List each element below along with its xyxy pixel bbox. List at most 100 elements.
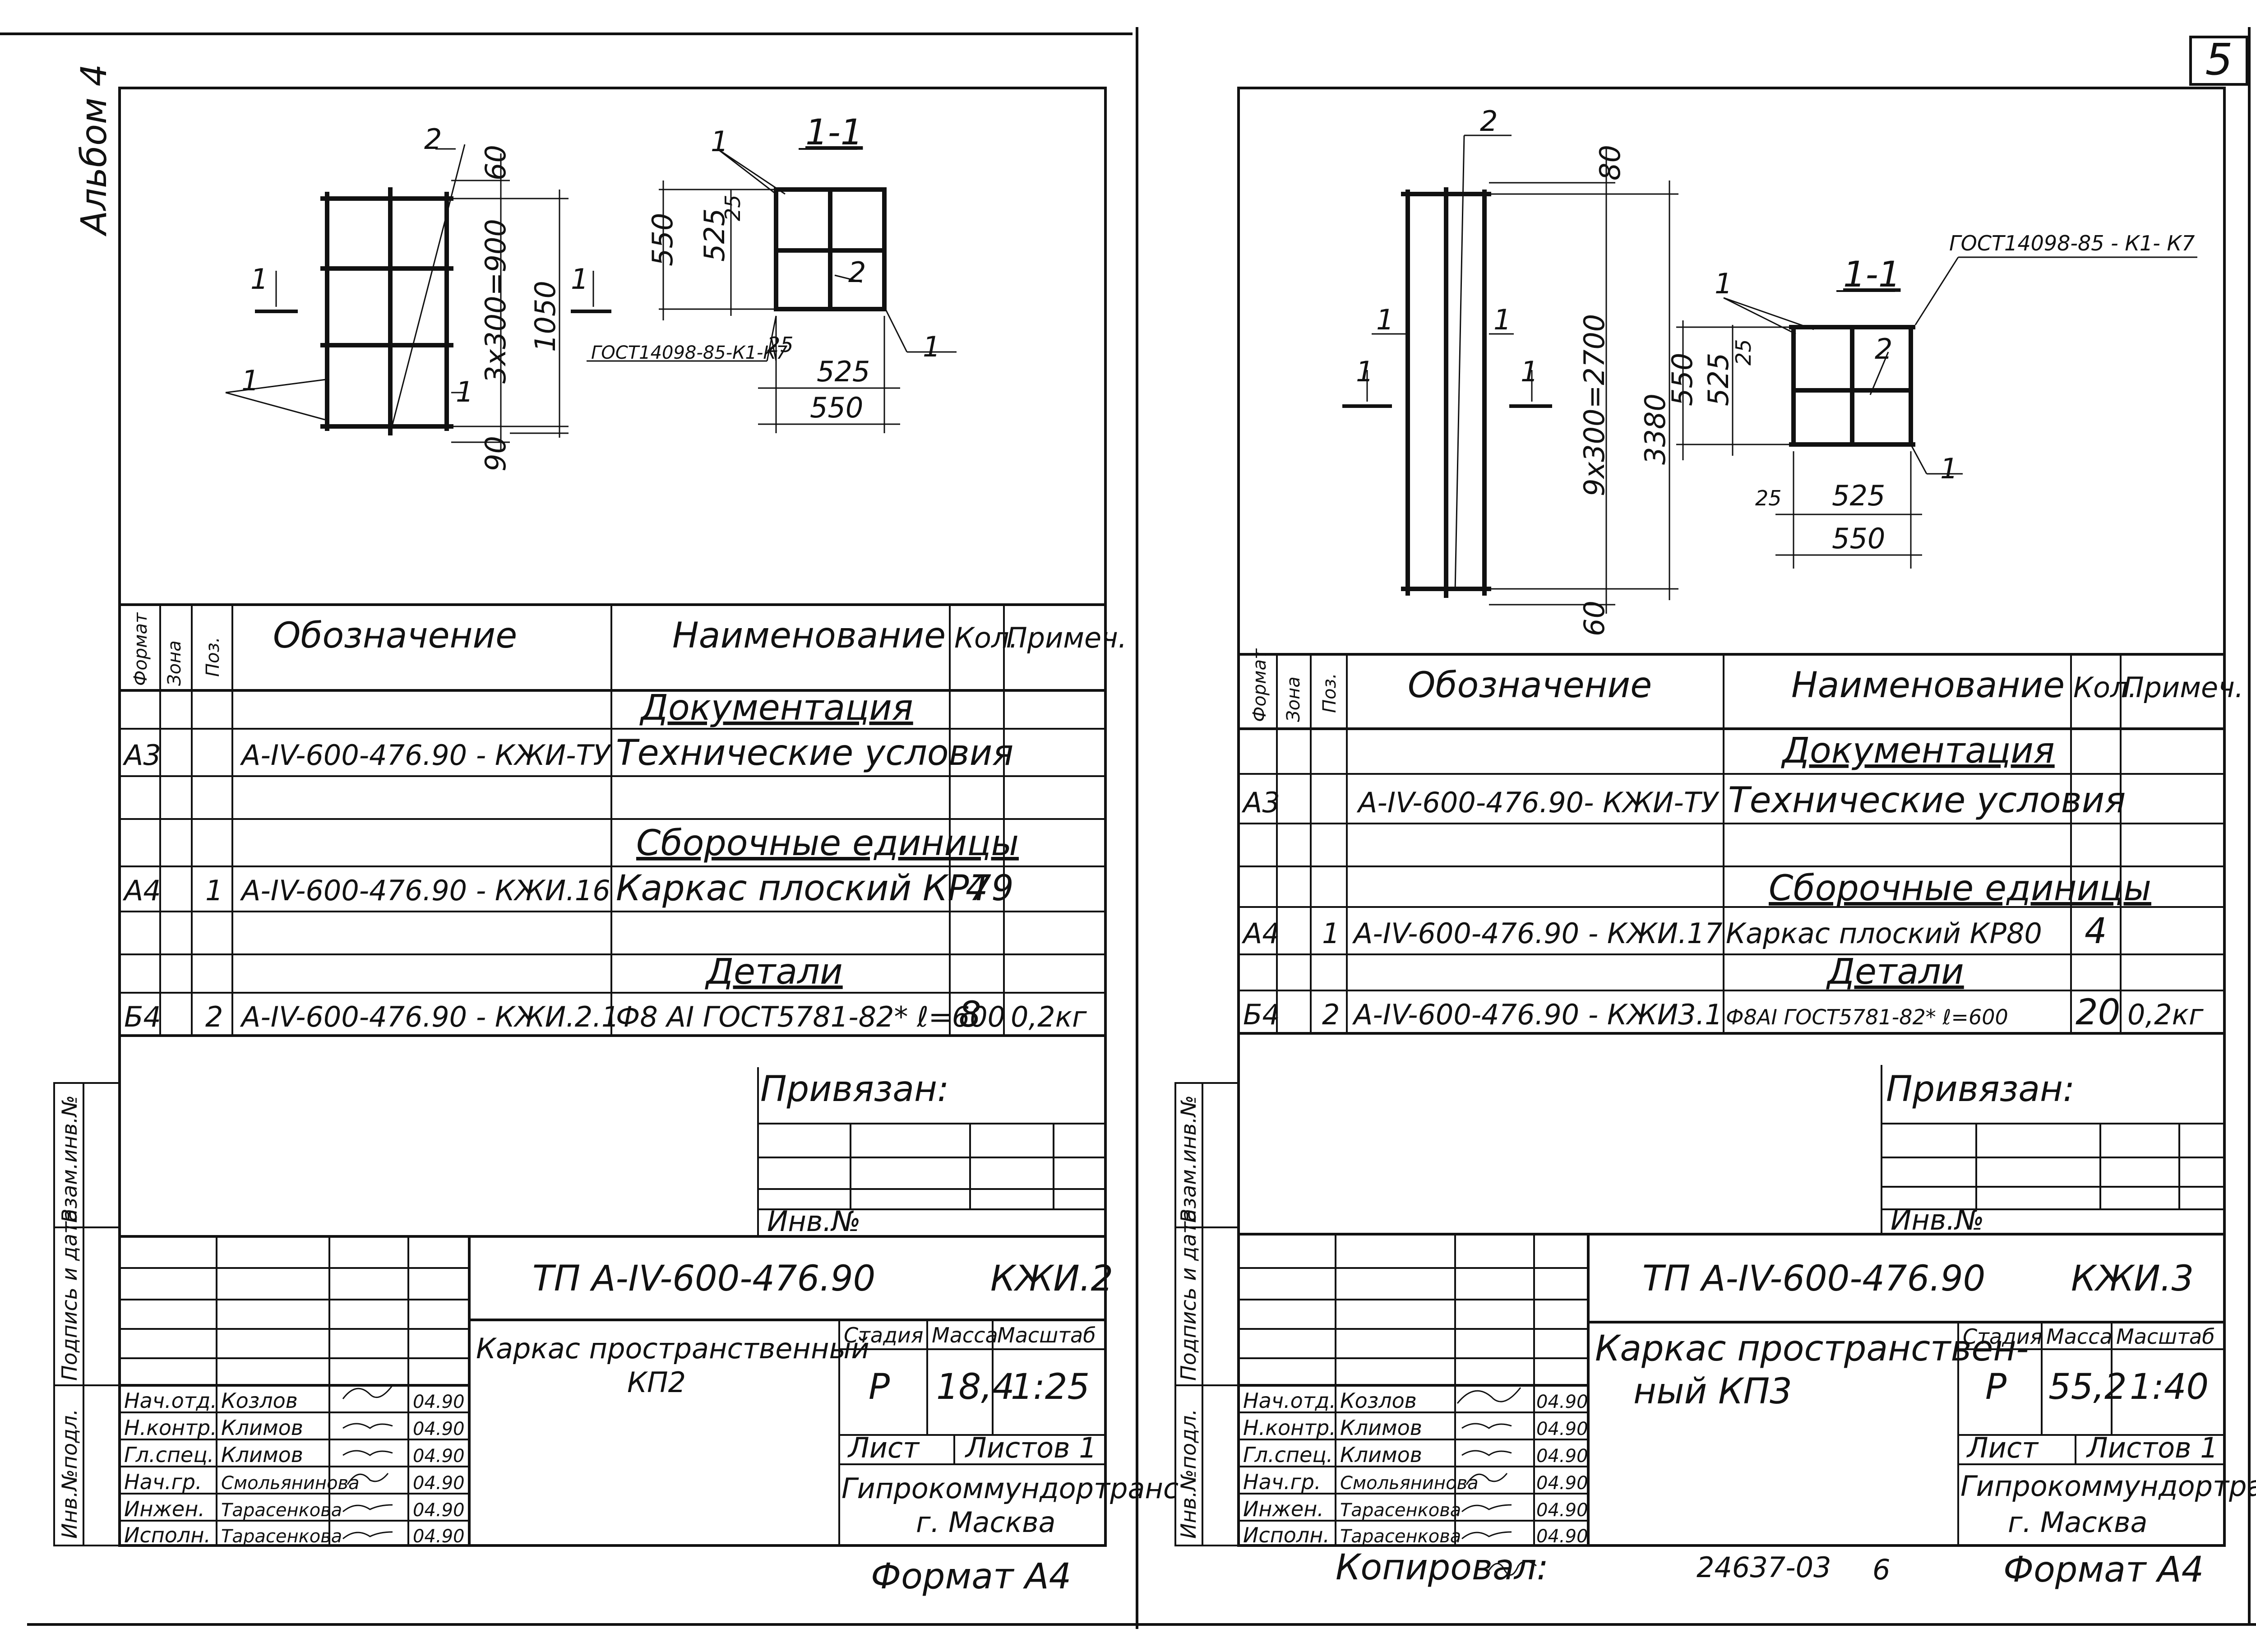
svg-text:Нач.отд.: Нач.отд. <box>124 1388 217 1413</box>
svg-text:1: 1 <box>205 874 223 907</box>
svg-text:04.90: 04.90 <box>413 1392 465 1412</box>
svg-text:А-IV-600-476.90 - КЖИ3.1: А-IV-600-476.90 - КЖИ3.1 <box>1352 998 1723 1031</box>
svg-text:Подпись и дата: Подпись и дата <box>1176 1209 1201 1381</box>
page-number-box: 5 <box>2189 34 2248 86</box>
svg-text:А-IV-600-476.90 - КЖИ.17: А-IV-600-476.90 - КЖИ.17 <box>1352 917 1723 950</box>
svg-text:90: 90 <box>479 436 512 472</box>
archive-number: 24637-03 <box>1697 1551 1831 1584</box>
svg-text:1: 1 <box>1356 355 1373 388</box>
svg-text:550: 550 <box>1666 353 1699 406</box>
svg-text:А-IV-600-476.90 - КЖИ-ТУ: А-IV-600-476.90 - КЖИ-ТУ <box>240 739 612 772</box>
svg-text:4: 4 <box>966 868 988 909</box>
svg-text:Подпись и дата: Подпись и дата <box>57 1209 82 1381</box>
svg-text:А-IV-600-476.90- КЖИ-ТУ: А-IV-600-476.90- КЖИ-ТУ <box>1356 786 1720 819</box>
svg-text:60: 60 <box>1578 601 1611 636</box>
svg-text:25: 25 <box>1755 486 1782 510</box>
page-border <box>0 27 2256 1629</box>
svg-text:Сборочные единицы: Сборочные единицы <box>636 823 1019 864</box>
svg-text:1-1: 1-1 <box>1843 255 1900 295</box>
svg-text:04.90: 04.90 <box>413 1526 465 1547</box>
svg-text:1-1: 1-1 <box>805 112 863 153</box>
svg-text:Б4: Б4 <box>124 1000 161 1033</box>
svg-text:Примеч.: Примеч. <box>2123 671 2244 704</box>
svg-text:525: 525 <box>1832 479 1885 512</box>
svg-text:Взам.инв.№: Взам.инв.№ <box>57 1095 82 1223</box>
svg-text:А4: А4 <box>1241 917 1280 950</box>
svg-text:А-IV-600-476.90 - КЖИ.16: А-IV-600-476.90 - КЖИ.16 <box>240 874 610 907</box>
svg-text:Стадия: Стадия <box>844 1323 923 1347</box>
archive-sheet: 6 <box>1872 1553 1890 1586</box>
svg-text:Обозначение: Обозначение <box>1408 665 1652 706</box>
svg-text:25: 25 <box>767 333 794 357</box>
svg-text:Тарасенкова: Тарасенкова <box>221 1500 342 1521</box>
svg-text:525: 525 <box>1702 353 1735 406</box>
svg-text:Масштаб: Масштаб <box>997 1323 1096 1347</box>
svg-text:1: 1 <box>250 263 268 296</box>
svg-text:Документация: Документация <box>639 688 913 728</box>
svg-text:1: 1 <box>1376 303 1394 336</box>
drawing-right: 2 1 1 1 1 80 9x300=2700 3380 60 1-1 <box>1342 105 2197 636</box>
svg-text:Козлов: Козлов <box>221 1388 298 1413</box>
svg-text:2: 2 <box>205 1000 223 1033</box>
svg-text:ный КП3: ный КП3 <box>1633 1371 1792 1412</box>
svg-text:Климов: Климов <box>1340 1416 1422 1440</box>
svg-text:1: 1 <box>1322 917 1340 950</box>
svg-text:Инв.№: Инв.№ <box>1891 1203 1984 1236</box>
svg-text:Смольянинова: Смольянинова <box>1340 1473 1479 1494</box>
spec-table-right <box>1239 653 2224 1035</box>
svg-text:04.90: 04.90 <box>1536 1392 1588 1412</box>
svg-text:2: 2 <box>848 256 866 289</box>
svg-text:Гл.спец.: Гл.спец. <box>1243 1443 1333 1467</box>
signatures-left <box>342 1385 393 1540</box>
svg-text:Привязан:: Привязан: <box>760 1069 949 1110</box>
svg-text:525: 525 <box>817 355 870 388</box>
svg-text:Нач.гр.: Нач.гр. <box>1243 1470 1321 1494</box>
svg-text:Исполн.: Исполн. <box>124 1523 211 1547</box>
svg-text:Климов: Климов <box>1340 1443 1422 1467</box>
svg-text:04.90: 04.90 <box>1536 1500 1588 1521</box>
svg-text:1050: 1050 <box>529 281 562 352</box>
spec-header-right: Формат Зона Поз. Обозначение Наименовани… <box>1249 648 2244 722</box>
svg-text:Р: Р <box>869 1367 890 1407</box>
svg-text:525: 525 <box>698 208 731 262</box>
svg-text:Б4: Б4 <box>1243 998 1280 1031</box>
svg-text:Каркас плоский КР80: Каркас плоский КР80 <box>1726 917 2042 950</box>
sheet-right: 2 1 1 1 1 80 9x300=2700 3380 60 1-1 <box>1174 87 2256 1590</box>
svg-text:1: 1 <box>241 364 259 397</box>
svg-text:Стадия: Стадия <box>1963 1324 2042 1349</box>
svg-text:60: 60 <box>479 145 512 180</box>
svg-text:Формат: Формат <box>1249 648 1270 722</box>
svg-text:25: 25 <box>1731 339 1756 366</box>
svg-text:Инжен.: Инжен. <box>124 1497 205 1521</box>
sheet-left: 2 1 1 1 1 60 3x300=900 1050 90 1-1 <box>53 87 1179 1597</box>
svg-text:1:25: 1:25 <box>1011 1367 1090 1407</box>
svg-text:Инжен.: Инжен. <box>1243 1497 1324 1521</box>
svg-text:Детали: Детали <box>1826 952 1964 992</box>
svg-text:г. Масква: г. Масква <box>916 1506 1056 1539</box>
svg-text:2: 2 <box>1322 998 1340 1031</box>
svg-text:3380: 3380 <box>1639 393 1672 465</box>
svg-text:1: 1 <box>456 375 473 408</box>
svg-text:Детали: Детали <box>705 952 843 992</box>
svg-text:25: 25 <box>721 194 745 221</box>
svg-text:04.90: 04.90 <box>413 1419 465 1439</box>
svg-text:Технические условия: Технические условия <box>1728 780 2126 821</box>
staff-right: Нач.отд. Козлов 04.90 Н.контр. Климов 04… <box>1243 1388 1588 1547</box>
svg-text:Кол.: Кол. <box>954 621 1018 654</box>
svg-text:Каркас пространственный: Каркас пространственный <box>476 1332 869 1365</box>
svg-text:1: 1 <box>711 125 728 158</box>
svg-text:Примеч.: Примеч. <box>1006 621 1127 654</box>
svg-text:Зона: Зона <box>164 640 185 686</box>
spec-header-left: Формат Зона Поз. Обозначение Наименовани… <box>130 612 1127 686</box>
svg-text:Каркас плоский КР79: Каркас плоский КР79 <box>616 868 1014 909</box>
svg-text:ГОСТ14098-85-К1-К7: ГОСТ14098-85-К1-К7 <box>591 342 788 363</box>
svg-text:Поз.: Поз. <box>1319 673 1340 713</box>
svg-text:Инв.№подл.: Инв.№подл. <box>1176 1409 1201 1539</box>
svg-text:04.90: 04.90 <box>413 1473 465 1494</box>
svg-text:Каркас пространствен-: Каркас пространствен- <box>1595 1328 2029 1369</box>
svg-text:20: 20 <box>2076 992 2120 1033</box>
svg-text:18,4: 18,4 <box>936 1367 1015 1407</box>
svg-text:А3: А3 <box>122 739 161 772</box>
